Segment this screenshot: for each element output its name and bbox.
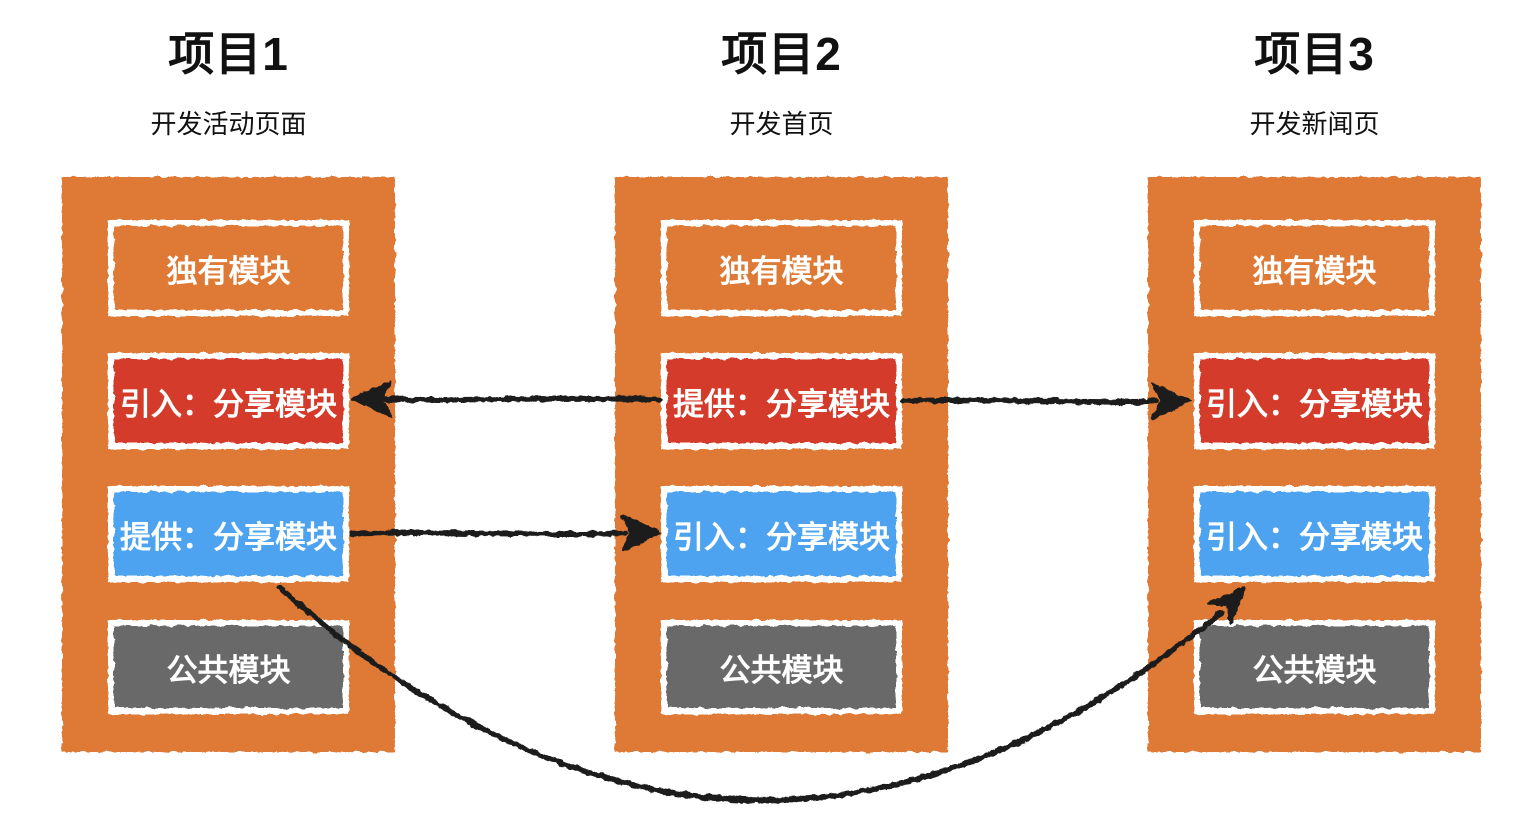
module-common: 公共模块 — [108, 620, 349, 714]
project-subtitle: 开发活动页面 — [150, 109, 307, 139]
module-label: 公共模块 — [719, 652, 844, 688]
module-box — [661, 220, 902, 316]
module-label: 引入：分享模块 — [1206, 519, 1423, 555]
module-label: 独有模块 — [166, 253, 291, 289]
project-subtitle: 开发新闻页 — [1249, 109, 1380, 139]
module-label: 独有模块 — [719, 253, 844, 289]
module-label: 提供：分享模块 — [673, 386, 890, 422]
project-column-1: 项目1 开发活动页面 独有模块 引入：分享模块 提供：分享模块 公共模块 — [62, 0, 395, 814]
project-column-3: 项目3 开发新闻页 独有模块 引入：分享模块 引入：分享模块 公共模块 — [1148, 0, 1481, 814]
module-box — [108, 353, 349, 449]
module-label: 引入：分享模块 — [673, 519, 890, 555]
module-box — [1194, 220, 1435, 316]
project-title: 项目2 — [721, 28, 842, 80]
module-label: 提供：分享模块 — [120, 519, 337, 555]
module-box — [1194, 620, 1435, 714]
module-label: 公共模块 — [166, 652, 291, 688]
module-label: 引入：分享模块 — [120, 386, 337, 422]
arrow-red-share-to-project1 — [351, 380, 662, 418]
module-box — [1194, 486, 1435, 582]
module-box — [661, 353, 902, 449]
project-subtitle: 开发首页 — [729, 109, 834, 139]
module-provide-share-blue: 提供：分享模块 — [108, 486, 349, 582]
module-label: 引入：分享模块 — [1206, 386, 1423, 422]
module-unique: 独有模块 — [1194, 220, 1435, 316]
module-unique: 独有模块 — [661, 220, 902, 316]
module-label: 独有模块 — [1252, 253, 1377, 289]
module-import-share-red: 引入：分享模块 — [108, 353, 349, 449]
module-import-share-blue: 引入：分享模块 — [661, 486, 902, 582]
module-unique: 独有模块 — [108, 220, 349, 316]
module-provide-share-red: 提供：分享模块 — [661, 353, 902, 449]
module-import-share-red: 引入：分享模块 — [1194, 353, 1435, 449]
module-box — [661, 486, 902, 582]
module-import-share-blue: 引入：分享模块 — [1194, 486, 1435, 582]
module-common: 公共模块 — [1194, 620, 1435, 714]
module-label: 公共模块 — [1252, 652, 1377, 688]
module-box — [108, 220, 349, 316]
project-title: 项目3 — [1254, 28, 1375, 80]
module-common: 公共模块 — [661, 620, 902, 714]
module-box — [108, 486, 349, 582]
project-column-2: 项目2 开发首页 独有模块 提供：分享模块 引入：分享模块 公共模块 — [615, 0, 948, 814]
module-box — [1194, 353, 1435, 449]
project-title: 项目1 — [168, 28, 289, 80]
